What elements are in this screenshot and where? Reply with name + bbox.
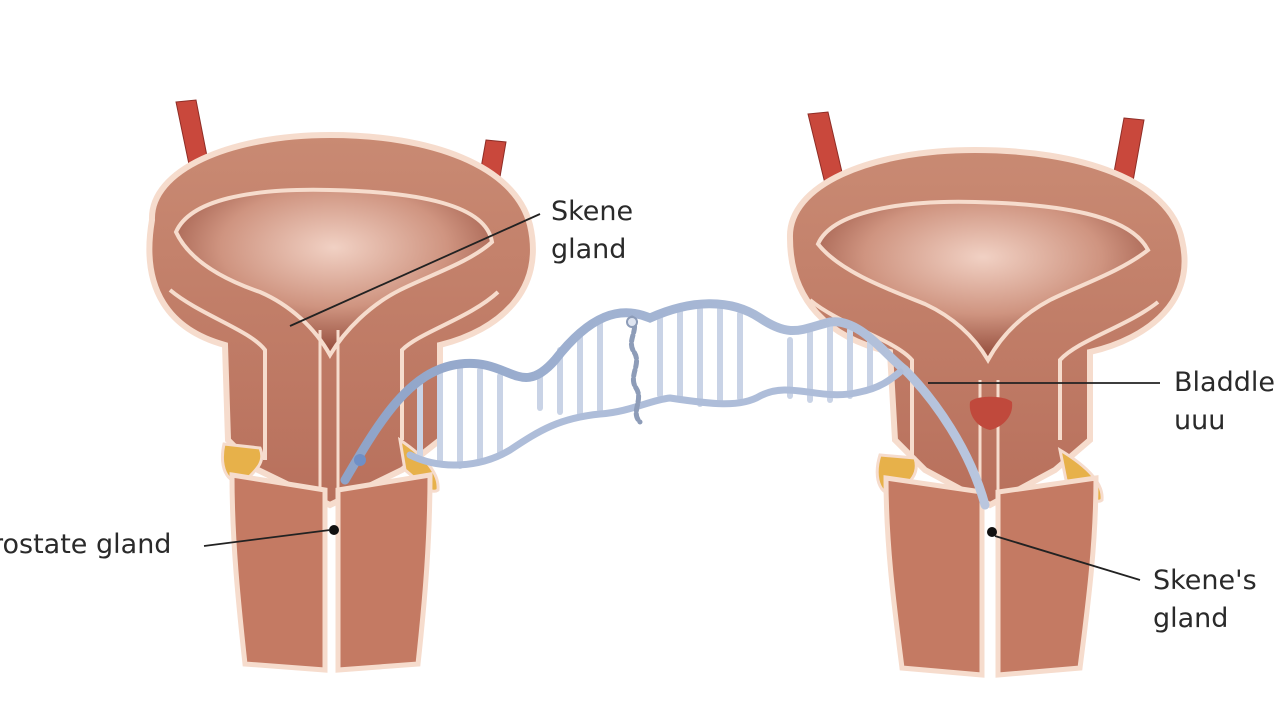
dna-helix xyxy=(340,299,990,510)
right-bladder-cavity xyxy=(815,199,1151,365)
right-muscle-line xyxy=(1058,300,1160,440)
label-prostate-gland: rostate gland xyxy=(0,526,171,564)
label-skene-gland-top: Skene gland xyxy=(551,193,633,269)
label-line: uuu xyxy=(1174,405,1226,436)
leader-skene-top xyxy=(289,213,541,327)
label-skenes-gland-bottom: Skene's gland xyxy=(1153,562,1257,638)
right-prostate-block xyxy=(883,475,985,678)
right-organ xyxy=(786,111,1188,678)
right-prostate-block xyxy=(995,475,1099,678)
label-bladder: Bladdle uuu xyxy=(1174,364,1275,440)
right-bladder-nodule xyxy=(969,396,1013,430)
left-prostate-block xyxy=(229,472,328,673)
label-line: rostate gland xyxy=(0,529,172,560)
leader-prostate xyxy=(203,529,331,547)
label-line: Bladdle xyxy=(1174,367,1275,398)
dna-strand-a xyxy=(340,299,990,510)
leader-skenes-bottom xyxy=(994,535,1141,581)
label-line: Skene's xyxy=(1153,565,1257,596)
left-muscle-line xyxy=(400,290,500,440)
left-bladder-cavity xyxy=(173,187,495,359)
left-duct-marker xyxy=(329,525,339,535)
left-prostate-block xyxy=(335,472,433,673)
left-urethra-line xyxy=(318,330,340,505)
dna-node xyxy=(626,316,638,328)
leader-lines xyxy=(203,213,1160,581)
label-line: gland xyxy=(1153,603,1229,634)
dna-end-bead xyxy=(354,454,366,466)
label-line: Skene xyxy=(551,196,634,227)
left-organ xyxy=(146,99,536,673)
dna-strand-b xyxy=(406,368,904,469)
right-duct-marker xyxy=(987,527,997,537)
dna-twist-center xyxy=(628,315,643,425)
left-muscle-line xyxy=(168,288,267,460)
label-line: gland xyxy=(551,234,627,265)
dna-rungs xyxy=(417,301,873,469)
